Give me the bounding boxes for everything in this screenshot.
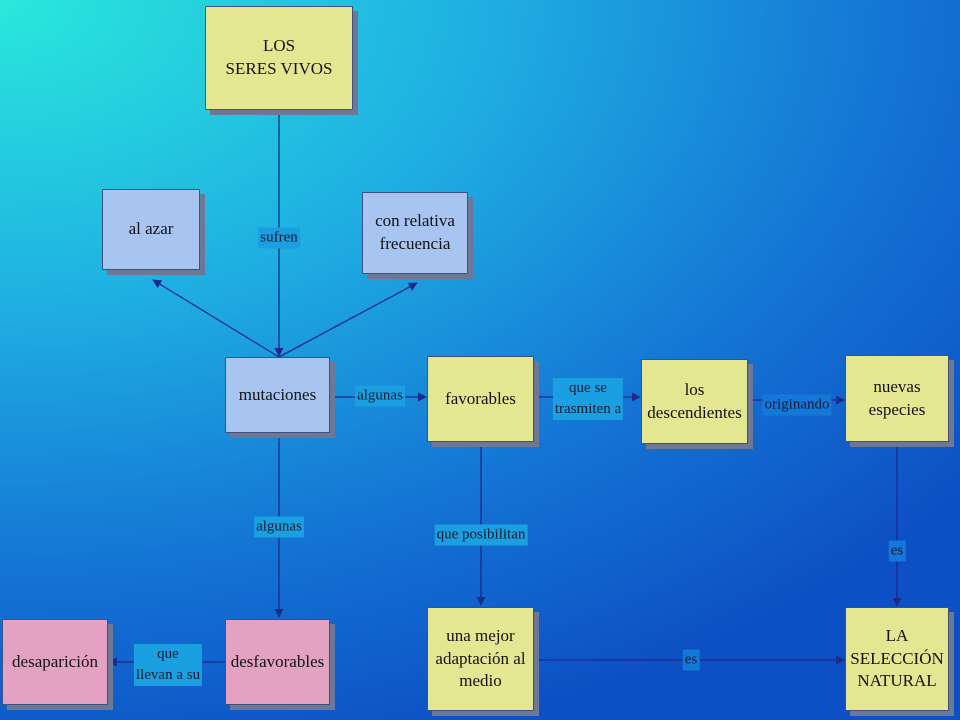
node-seres-vivos: LOS SERES VIVOS — [205, 6, 353, 110]
node-favorables: favorables — [427, 356, 534, 442]
label-que-posibilitan: que posibilitan — [434, 524, 528, 546]
label-que-llevan: que llevan a su — [133, 644, 203, 686]
label-es-vertical: es — [888, 540, 906, 562]
node-al-azar: al azar — [102, 189, 200, 270]
node-mutaciones: mutaciones — [225, 357, 330, 433]
node-frecuencia: con relativa frecuencia — [362, 192, 468, 274]
label-sufren: sufren — [258, 227, 300, 249]
node-adaptacion: una mejor adaptación al medio — [427, 607, 534, 711]
node-desaparicion: desaparición — [2, 619, 108, 705]
label-es-horizontal: es — [682, 649, 700, 671]
label-algunas-right: algunas — [355, 385, 405, 407]
label-originando: originando — [762, 394, 832, 416]
edge-mutaciones-frecuencia — [278, 282, 418, 358]
node-desfavorables: desfavorables — [225, 619, 330, 705]
edge-mutaciones-al-azar — [152, 279, 280, 358]
node-descendientes: los descendientes — [641, 359, 748, 444]
label-algunas-down: algunas — [254, 516, 304, 538]
node-nuevas-especies: nuevas especies — [845, 355, 949, 442]
node-seleccion-natural: LA SELECCIÓN NATURAL — [845, 607, 949, 711]
label-que-se-trasmiten: que se trasmiten a — [552, 378, 624, 420]
